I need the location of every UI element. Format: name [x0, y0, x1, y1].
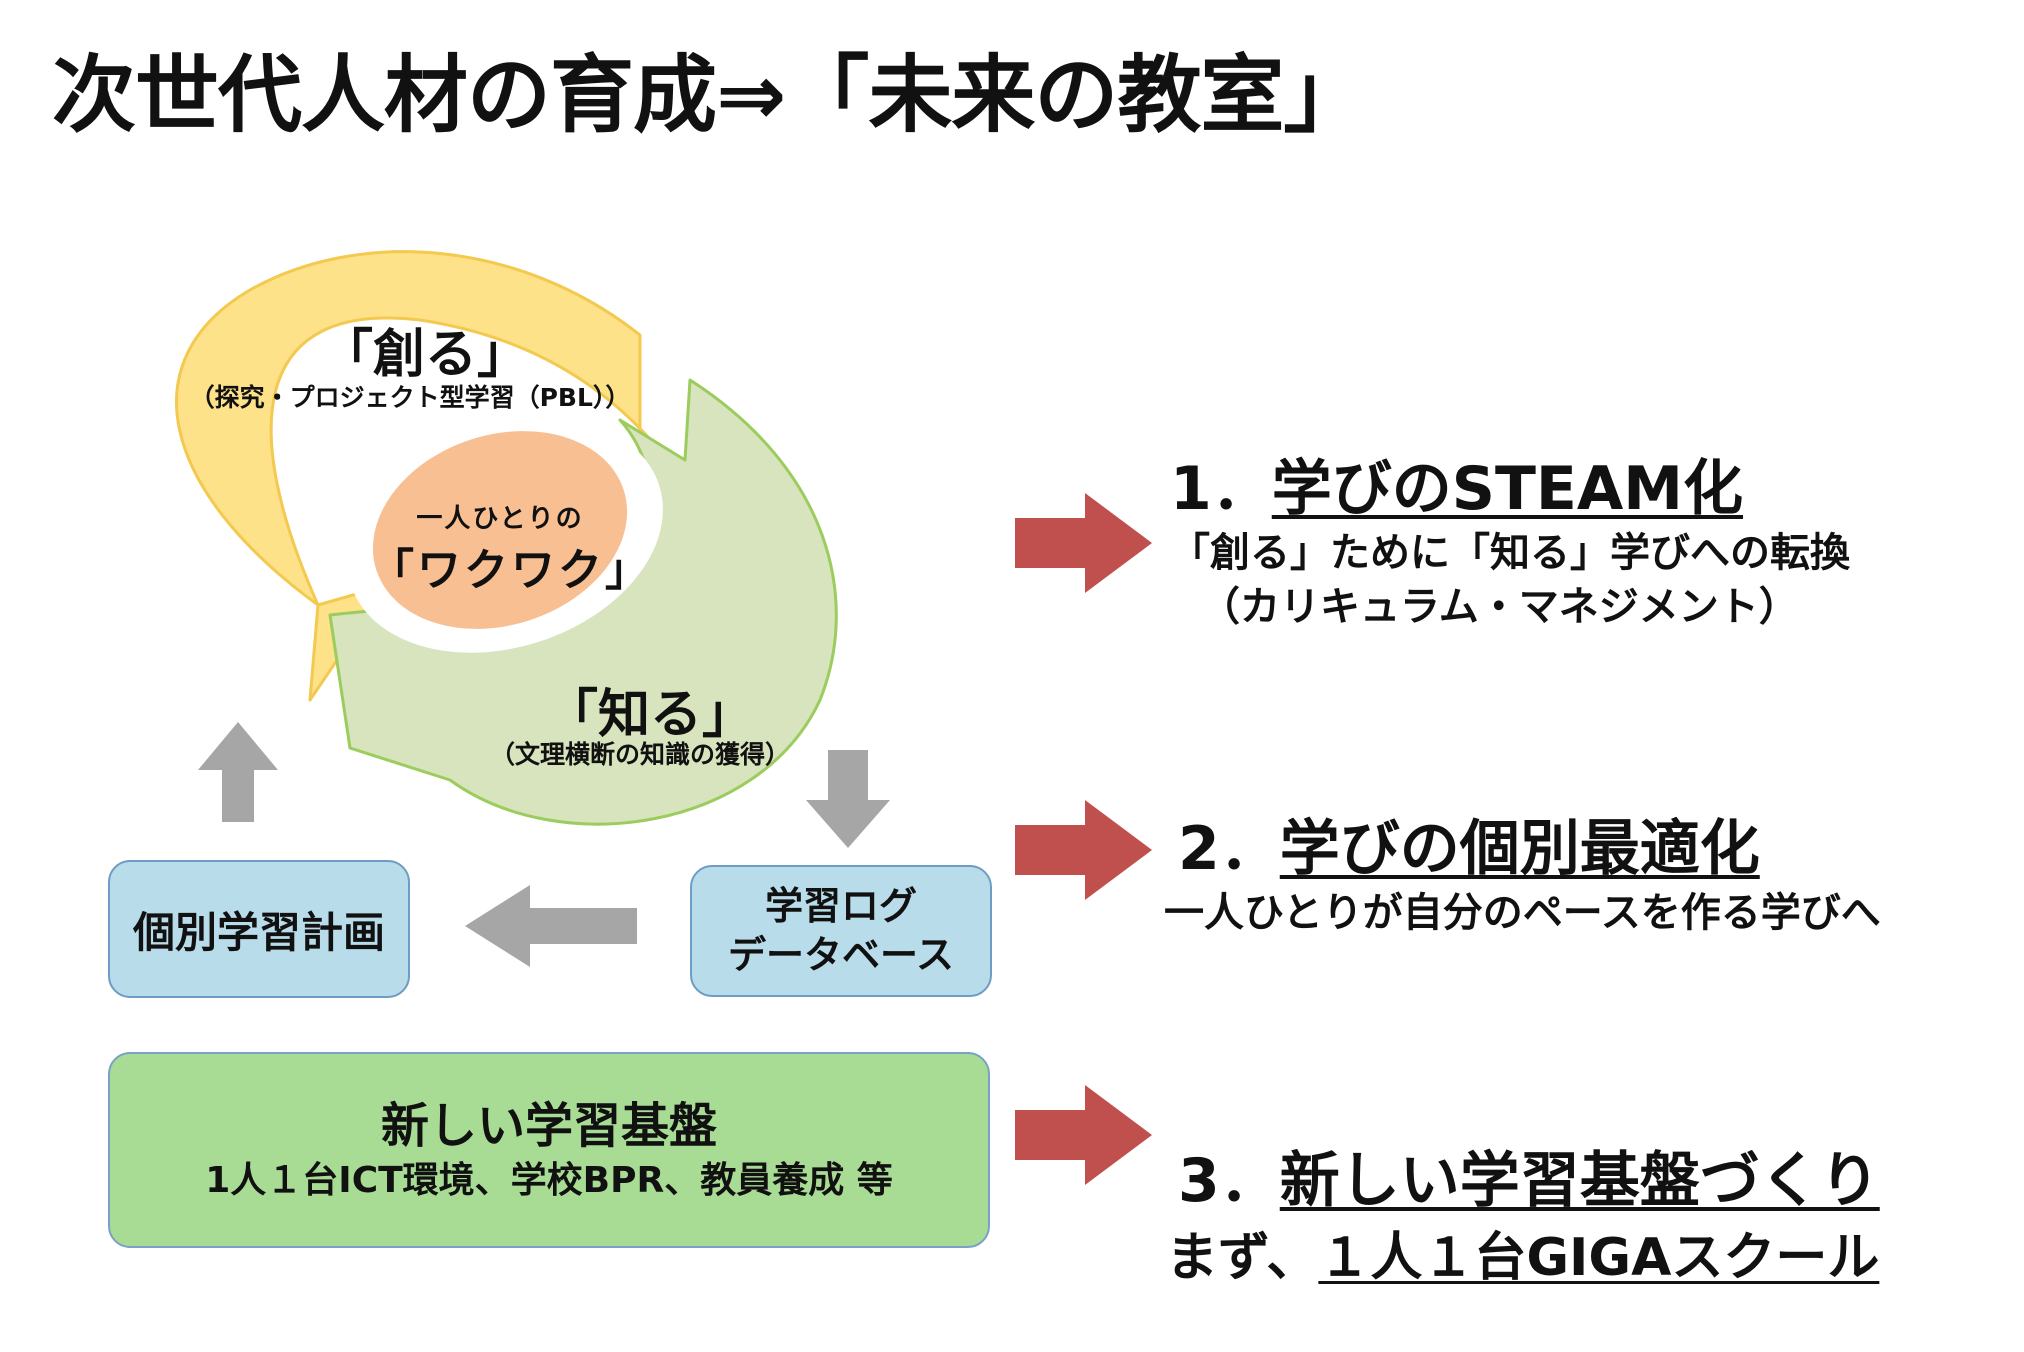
- know-title: 「知る」: [545, 685, 754, 745]
- red-arrow-3: [1015, 1085, 1152, 1185]
- learning-log-line1: 学習ログ: [764, 883, 917, 928]
- point-2-heading: 2．学びの個別最適化: [1178, 800, 1760, 887]
- gray-arrow-down: [806, 750, 890, 848]
- point-3-desc: まず、１人１台GIGAスクール: [1166, 1215, 1879, 1290]
- learning-log-line2: データベース: [727, 933, 955, 977]
- red-arrow-1: [1015, 493, 1152, 593]
- page-title: 次世代人材の育成⇒「未来の教室」: [52, 46, 1367, 144]
- point-2-number: 2．: [1178, 814, 1280, 884]
- center-title: 「ワクワク」: [370, 545, 652, 596]
- learning-log-box: 学習ログ データベース: [690, 865, 992, 997]
- foundation-detail: 1人１台ICT環境、学校BPR、教員養成 等: [205, 1159, 893, 1201]
- point-2-title: 学びの個別最適化: [1279, 814, 1760, 884]
- point-3-title: 新しい学習基盤づくり: [1279, 1146, 1880, 1216]
- learning-foundation-box: 新しい学習基盤 1人１台ICT環境、学校BPR、教員養成 等: [108, 1052, 990, 1248]
- gray-arrow-up: [198, 722, 278, 822]
- point-2-desc-line1: 一人ひとりが自分のペースを作る学びへ: [1164, 890, 1881, 936]
- point-3-heading: 3．新しい学習基盤づくり: [1178, 1132, 1880, 1219]
- point-1-desc-line1: 「創る」ために「知る」学びへの転換: [1170, 530, 1850, 576]
- gray-arrow-left: [465, 885, 637, 967]
- point-1-desc-line2: （カリキュラム・マネジメント）: [1200, 584, 1799, 630]
- point-3-desc-underlined: １人１台GIGAスクール: [1318, 1228, 1880, 1288]
- create-subtitle: （探究・プロジェクト型学習（PBL））: [189, 383, 631, 412]
- know-subtitle: （文理横断の知識の獲得）: [489, 740, 790, 769]
- point-3-number: 3．: [1178, 1146, 1280, 1216]
- center-ellipse: [372, 431, 628, 629]
- red-arrow-2: [1015, 800, 1152, 900]
- learning-plan-box: 個別学習計画: [108, 860, 410, 998]
- point-1-title: 学びのSTEAM化: [1271, 454, 1744, 524]
- foundation-title: 新しい学習基盤: [380, 1098, 717, 1155]
- learning-plan-label: 個別学習計画: [132, 907, 385, 957]
- create-cycle-arrow: [175, 250, 677, 702]
- create-title: 「創る」: [320, 325, 529, 385]
- center-subtitle: 一人ひとりの: [416, 504, 584, 534]
- point-1-heading: 1．学びのSTEAM化: [1170, 440, 1743, 527]
- point-3-desc-prefix: まず、: [1166, 1228, 1319, 1288]
- point-1-number: 1．: [1170, 454, 1272, 524]
